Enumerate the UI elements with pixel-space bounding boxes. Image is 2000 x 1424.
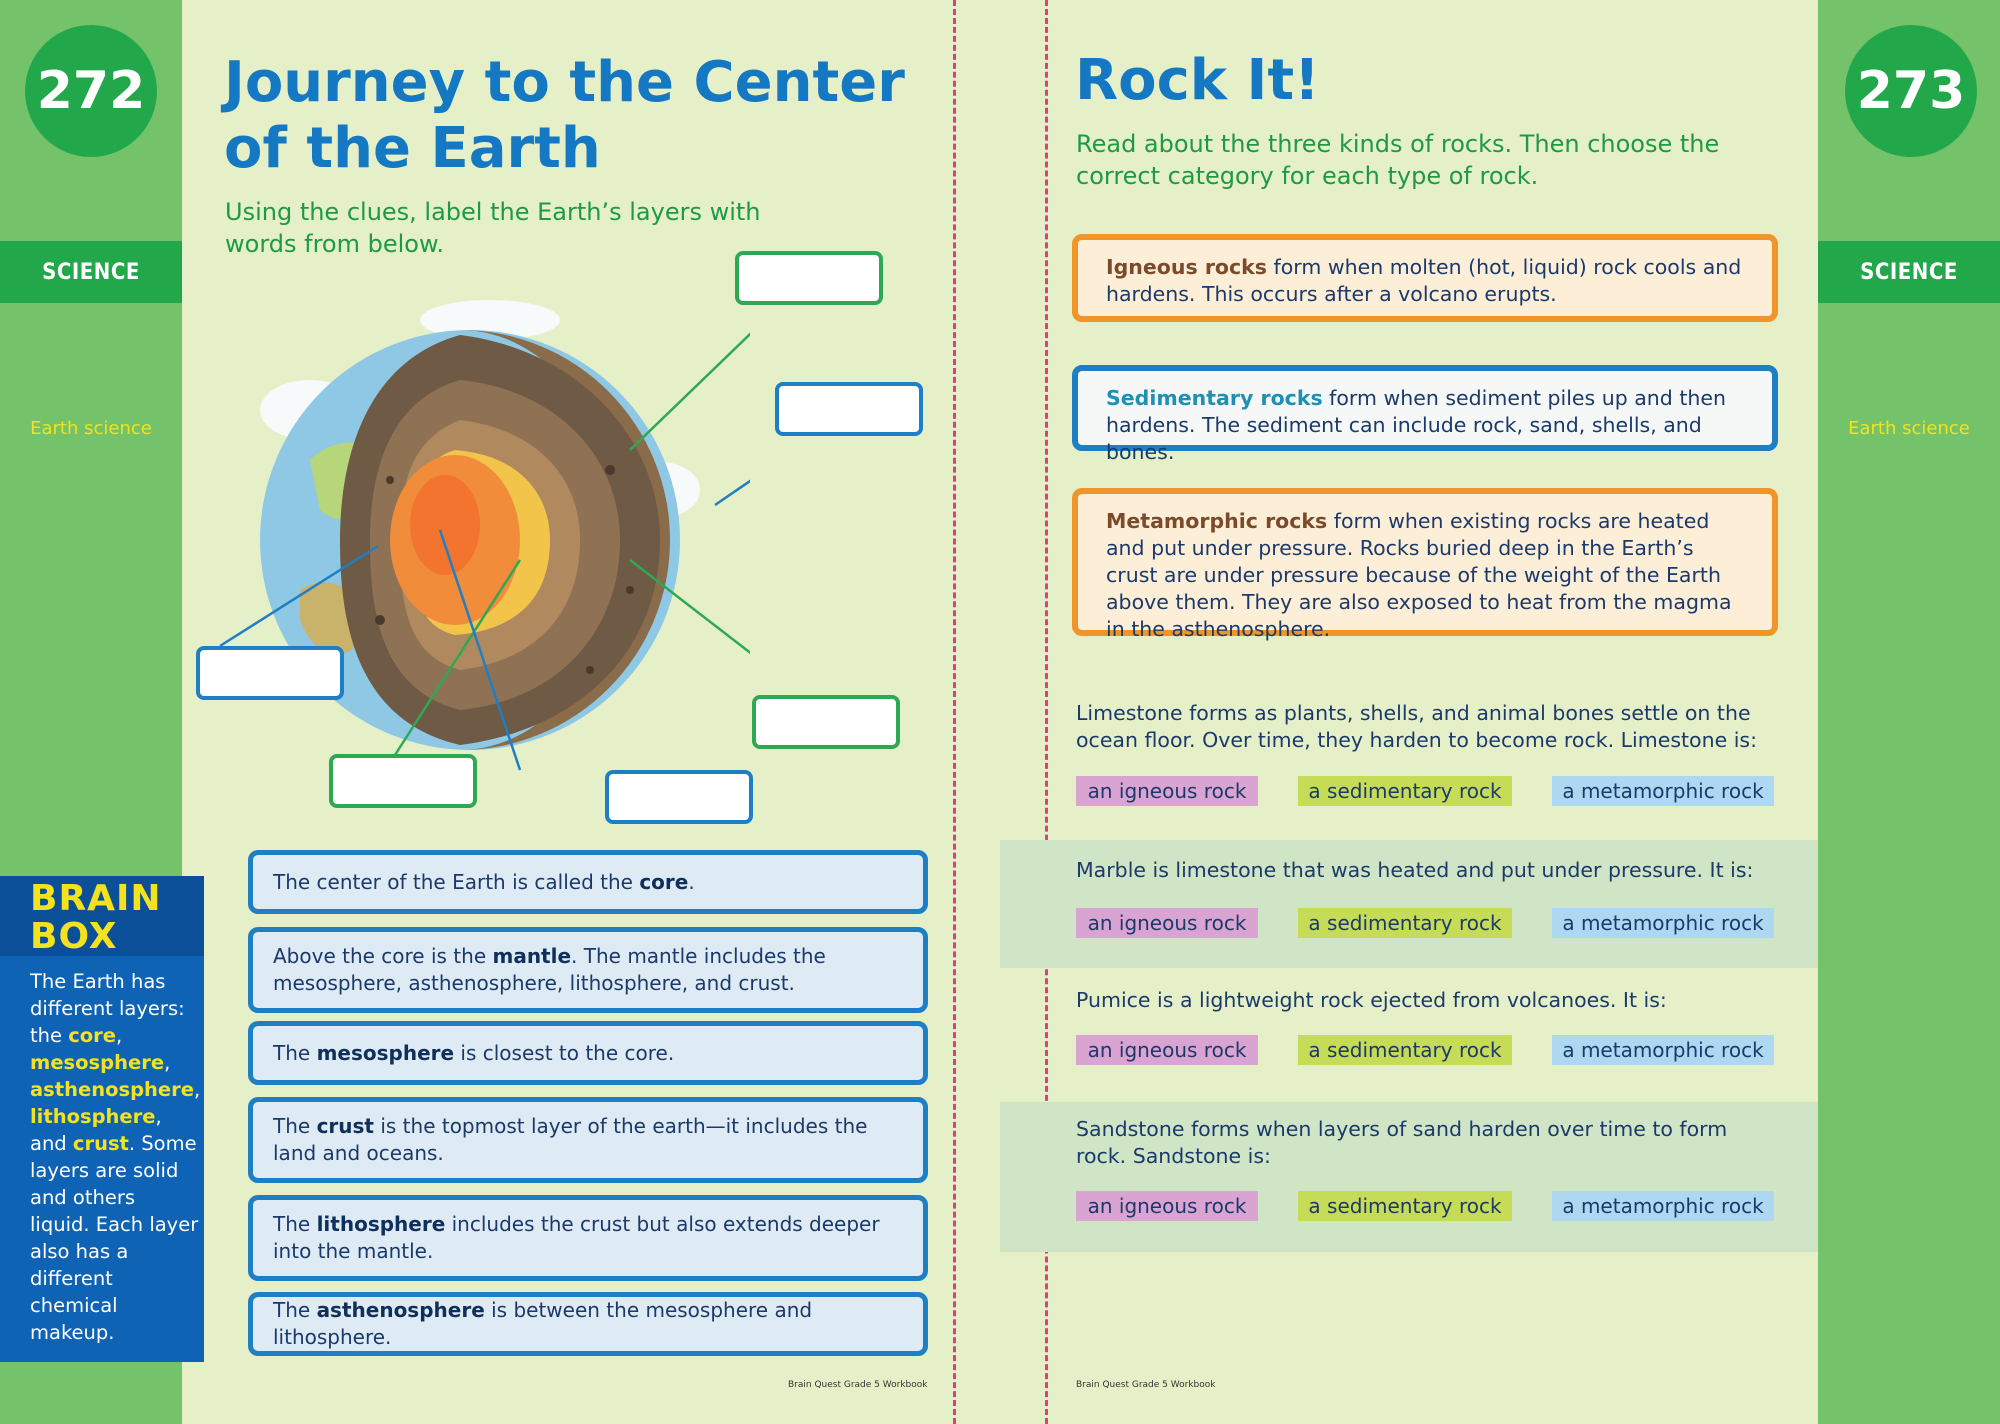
page-number-right: 273 <box>1845 25 1977 157</box>
clue-mesosphere: The mesosphere is closest to the core. <box>248 1021 928 1085</box>
q3-option-igneous[interactable]: an igneous rock <box>1076 1035 1258 1065</box>
q4-option-igneous[interactable]: an igneous rock <box>1076 1191 1258 1221</box>
brain-box: BRAIN BOX The Earth has different layers… <box>0 876 204 1362</box>
page-number-left: 272 <box>25 25 157 157</box>
brain-box-title: BRAIN BOX <box>30 878 162 957</box>
instructions-right: Read about the three kinds of rocks. The… <box>1076 130 1720 190</box>
clue-asthenosphere: The asthenosphere is between the mesosph… <box>248 1292 928 1356</box>
q3-option-metamorphic[interactable]: a metamorphic rock <box>1552 1035 1774 1065</box>
clue-core: The center of the Earth is called the co… <box>248 850 928 914</box>
instructions-left: Using the clues, label the Earth’s layer… <box>225 198 761 258</box>
clue-mantle: Above the core is the mantle. The mantle… <box>248 927 928 1013</box>
q4-option-metamorphic[interactable]: a metamorphic rock <box>1552 1191 1774 1221</box>
topic-label-left: Earth science <box>30 418 152 439</box>
q2-option-sedimentary[interactable]: a sedimentary rock <box>1298 908 1512 938</box>
q2-option-igneous[interactable]: an igneous rock <box>1076 908 1258 938</box>
footer-left: Brain Quest Grade 5 Workbook <box>788 1380 928 1390</box>
layer-label-box-5[interactable] <box>329 754 477 808</box>
clue-crust: The crust is the topmost layer of the ea… <box>248 1097 928 1183</box>
q1-option-sedimentary[interactable]: a sedimentary rock <box>1298 776 1512 806</box>
layer-label-box-4[interactable] <box>752 695 900 749</box>
page-title-right: Rock It! <box>1075 48 1320 113</box>
q2-option-metamorphic[interactable]: a metamorphic rock <box>1552 908 1774 938</box>
fold-line-left <box>953 0 956 1424</box>
layer-label-box-2[interactable] <box>775 382 923 436</box>
definition-igneous: Igneous rocks form when molten (hot, liq… <box>1072 234 1778 322</box>
subject-band-left: SCIENCE <box>0 241 182 303</box>
question-limestone: Limestone forms as plants, shells, and a… <box>1076 701 1757 752</box>
question-marble: Marble is limestone that was heated and … <box>1076 858 1754 882</box>
subject-band-right: SCIENCE <box>1818 241 2000 303</box>
question-pumice: Pumice is a lightweight rock ejected fro… <box>1076 988 1667 1012</box>
right-margin <box>1818 0 2000 1424</box>
question-band-2 <box>1000 840 1818 968</box>
q1-option-igneous[interactable]: an igneous rock <box>1076 776 1258 806</box>
q4-option-sedimentary[interactable]: a sedimentary rock <box>1298 1191 1512 1221</box>
layer-label-box-1[interactable] <box>735 251 883 305</box>
clue-lithosphere: The lithosphere includes the crust but a… <box>248 1195 928 1281</box>
topic-label-right: Earth science <box>1848 418 1970 439</box>
page-title-left: Journey to the Center of the Earth <box>224 50 905 181</box>
definition-sedimentary: Sedimentary rocks form when sediment pil… <box>1072 365 1778 464</box>
q1-option-metamorphic[interactable]: a metamorphic rock <box>1552 776 1774 806</box>
brain-box-header <box>0 876 204 956</box>
question-band-4 <box>1000 1102 1818 1252</box>
q3-option-sedimentary[interactable]: a sedimentary rock <box>1298 1035 1512 1065</box>
question-sandstone: Sandstone forms when layers of sand hard… <box>1076 1117 1728 1168</box>
earth-layers-illustration <box>219 300 750 771</box>
footer-right: Brain Quest Grade 5 Workbook <box>1076 1380 1216 1390</box>
brain-box-text: The Earth has different layers: the core… <box>30 970 201 1344</box>
layer-label-box-3[interactable] <box>196 646 344 700</box>
fold-line-right <box>1045 0 1048 1424</box>
layer-label-box-6[interactable] <box>605 770 753 824</box>
definition-metamorphic: Metamorphic rocks form when existing roc… <box>1072 488 1778 641</box>
